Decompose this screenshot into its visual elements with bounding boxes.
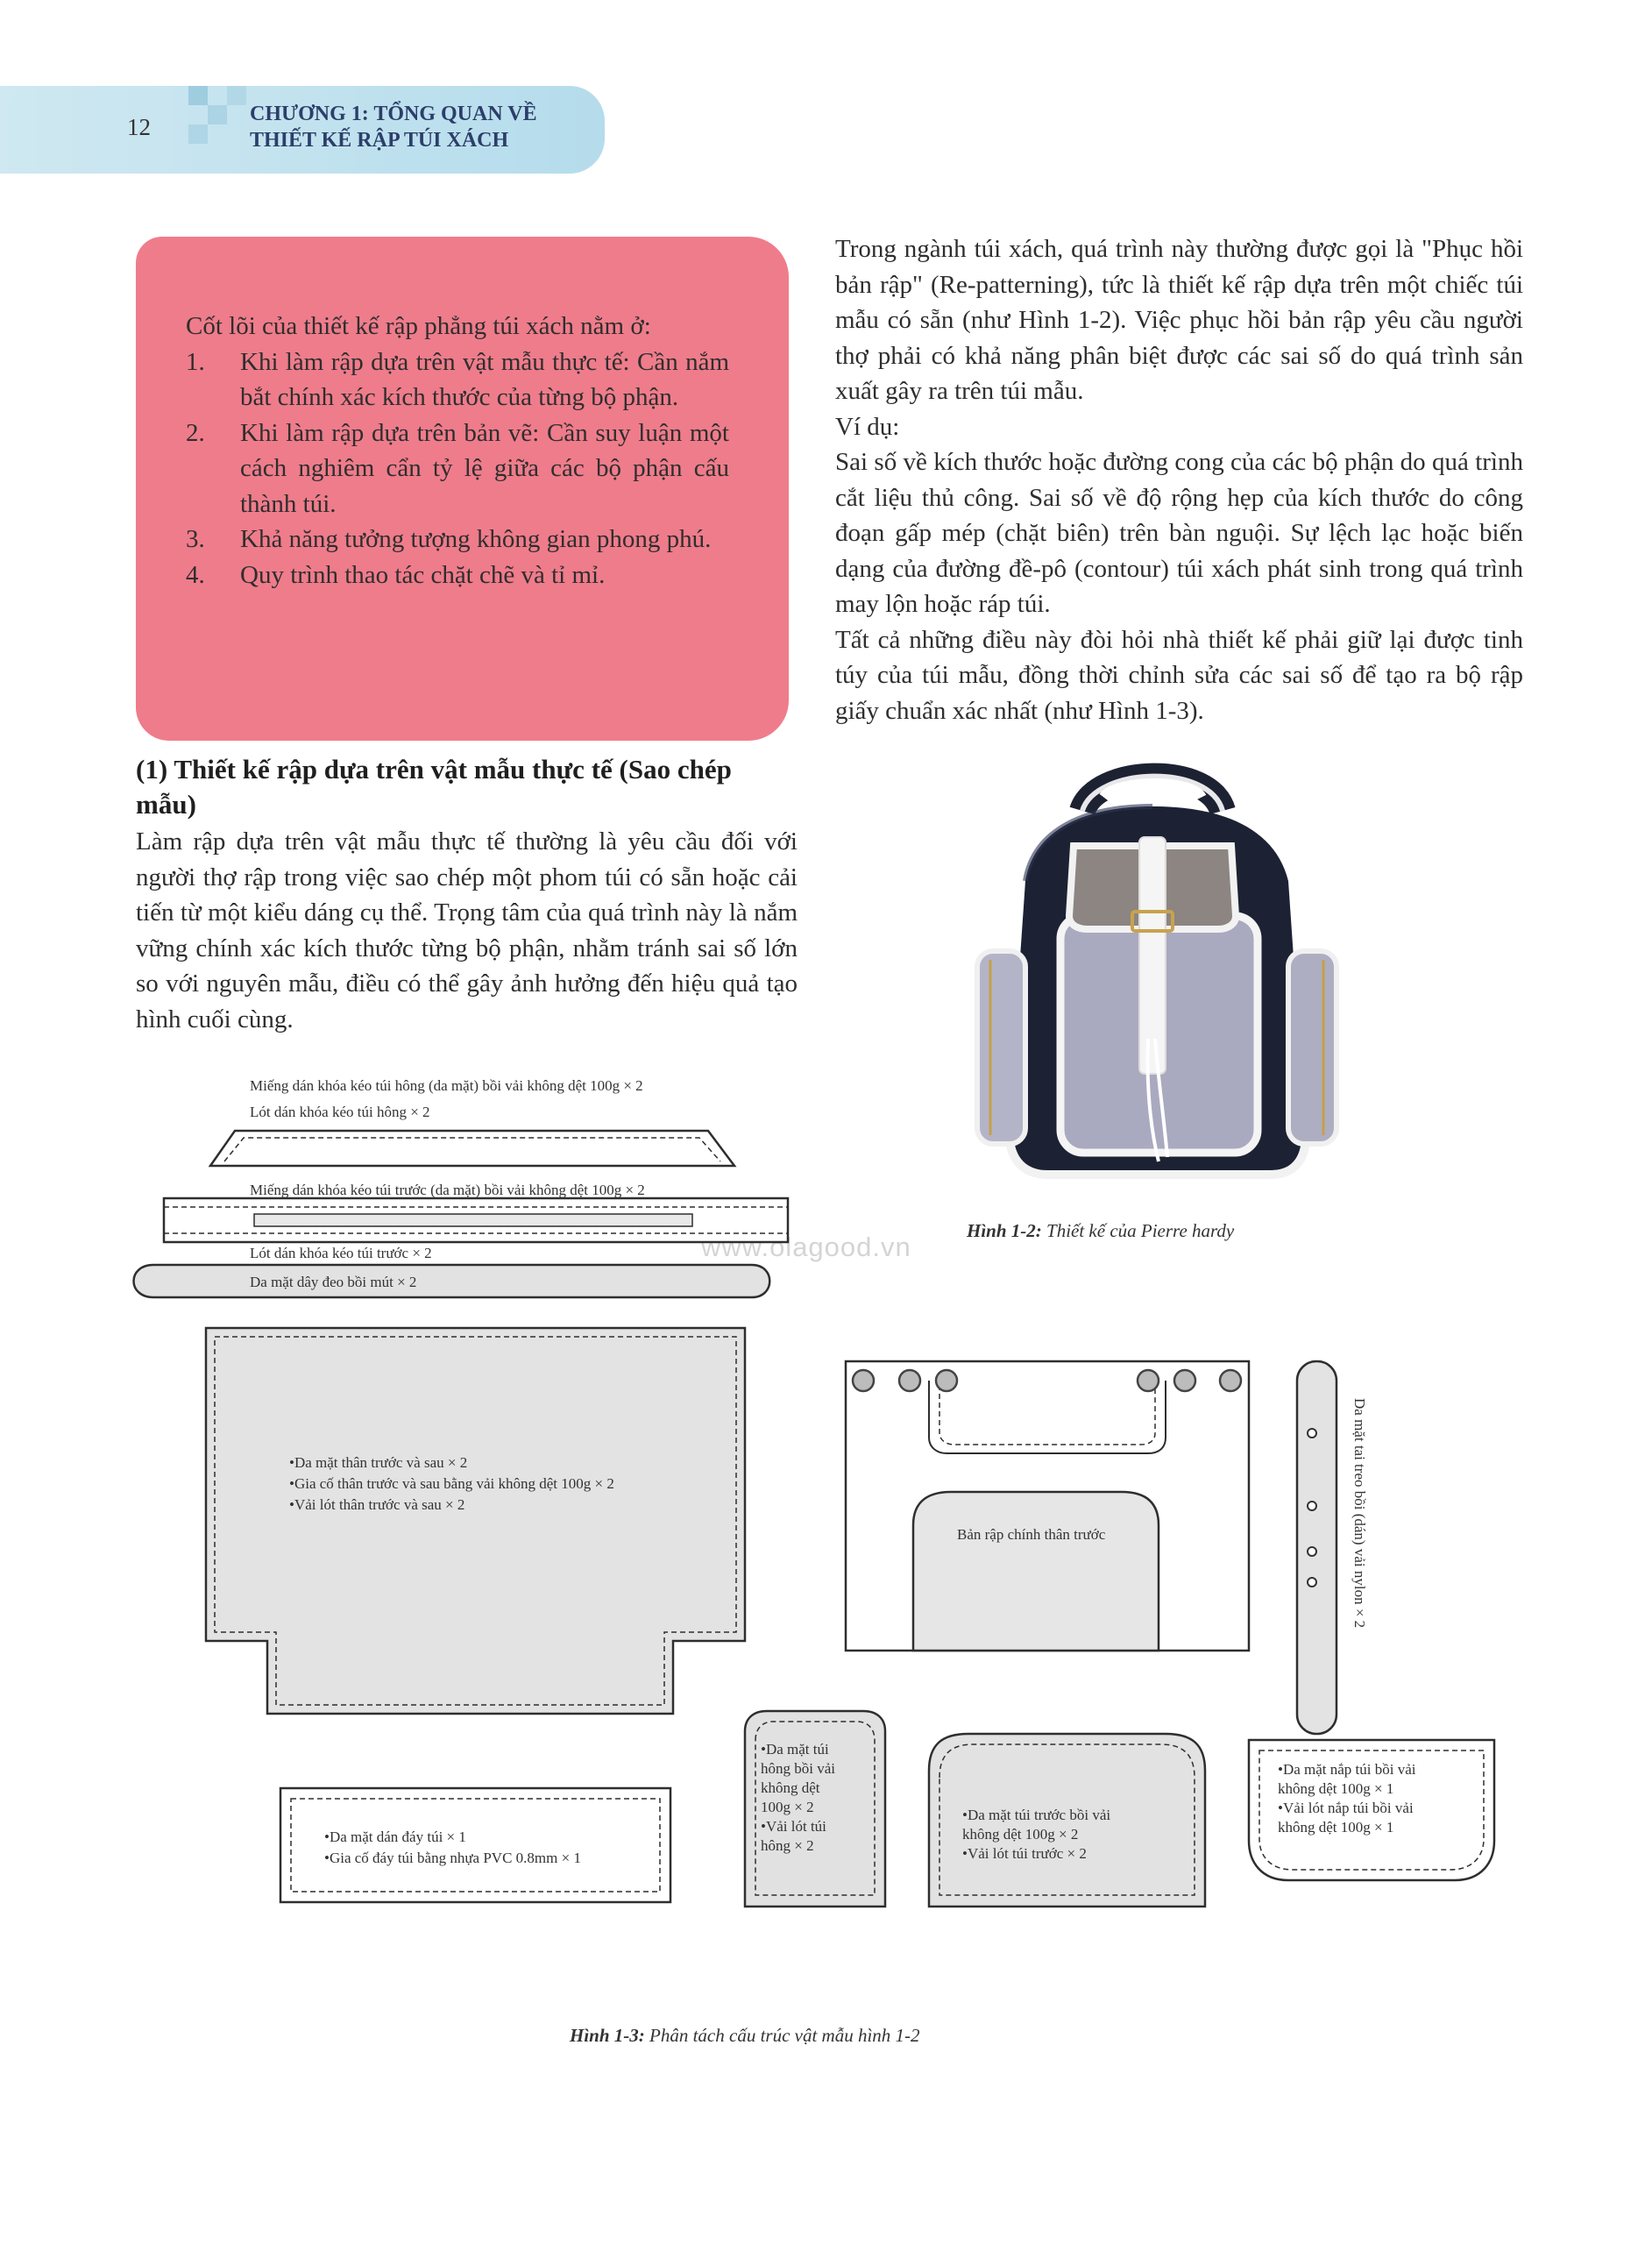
label-side-pocket: •Da mặt túi hông bồi vải không dệt 100g … <box>761 1740 835 1856</box>
chapter-title-line1: CHƯƠNG 1: TỔNG QUAN VỀ <box>250 103 537 125</box>
label-body-1: •Da mặt thân trước và sau × 2 <box>289 1454 468 1471</box>
bottom-piece <box>279 1786 672 1904</box>
figure-3-caption: Hình 1-3: Phân tách cấu trúc vật mẫu hìn… <box>570 2025 920 2047</box>
caption-label: Hình 1-2: <box>967 1220 1042 1241</box>
label-line: 100g × 2 <box>761 1799 814 1815</box>
flap-piece <box>1247 1738 1496 1882</box>
list-text: Khả năng tưởng tượng không gian phong ph… <box>240 525 712 553</box>
chapter-title: CHƯƠNG 1: TỔNG QUAN VỀ THIẾT KẾ RẬP TÚI … <box>250 101 537 153</box>
label-front-pocket: •Da mặt túi trước bồi vải không dệt 100g… <box>962 1806 1110 1864</box>
strap-piece <box>132 1263 771 1299</box>
label-line: hông × 2 <box>761 1837 814 1854</box>
front-pocket-piece <box>927 1732 1207 1908</box>
body-piece <box>204 1326 747 1715</box>
header-pixel-decoration <box>208 105 227 124</box>
caption-label: Hình 1-3: <box>570 2025 645 2046</box>
label-line: •Da mặt nắp túi bồi vải <box>1278 1761 1416 1778</box>
label-front-main: Bản rập chính thân trước <box>957 1526 1106 1543</box>
header-pixel-decoration <box>188 86 208 105</box>
list-text: Khi làm rập dựa trên vật mẫu thực tế: Cầ… <box>240 347 729 412</box>
header-band <box>0 86 605 174</box>
label-body-2: •Gia cố thân trước và sau bằng vải không… <box>289 1475 614 1492</box>
paragraph: Ví dụ: <box>835 412 900 441</box>
header-pixel-decoration <box>227 86 246 105</box>
label-hanging-tab: Da mặt tai treo bồi (dán) vải nylon × 2 <box>1351 1398 1368 1629</box>
key-points-content: Cốt lõi của thiết kế rập phẳng túi xách … <box>186 309 729 593</box>
label-flap: •Da mặt nắp túi bồi vải không dệt 100g ×… <box>1278 1760 1416 1837</box>
label-line: •Vải lót túi trước × 2 <box>962 1845 1087 1862</box>
label-line: •Vải lót túi <box>761 1818 826 1835</box>
paragraph: Sai số về kích thước hoặc đường cong của… <box>835 448 1523 618</box>
label-body-3: •Vải lót thân trước và sau × 2 <box>289 1496 465 1513</box>
caption-text: Phân tách cấu trúc vật mẫu hình 1-2 <box>649 2025 920 2046</box>
key-points-box <box>136 237 789 741</box>
grommet-holes <box>851 1368 1243 1393</box>
header-pixel-decoration <box>188 124 208 144</box>
pattern-pieces-diagram <box>132 1129 1496 1908</box>
label-line: không dệt <box>761 1779 820 1796</box>
list-item: 3. Khả năng tưởng tượng không gian phong … <box>186 522 729 557</box>
list-number: 4. <box>186 560 205 589</box>
label-line: không dệt 100g × 1 <box>1278 1819 1394 1836</box>
key-points-intro: Cốt lõi của thiết kế rập phẳng túi xách … <box>186 312 651 340</box>
side-pocket-piece <box>743 1709 887 1908</box>
backpack-photo <box>975 763 1339 1179</box>
caption-text: Thiết kế của Pierre hardy <box>1046 1220 1235 1241</box>
key-points-list: 1. Khi làm rập dựa trên vật mẫu thực tế: … <box>186 344 729 593</box>
list-text: Khi làm rập dựa trên bản vẽ: Cần suy luậ… <box>240 418 729 518</box>
label-side-zip-1: Miếng dán khóa kéo túi hông (da mặt) bồi… <box>250 1077 643 1094</box>
list-number: 3. <box>186 525 205 553</box>
label-front-zip-1: Miếng dán khóa kéo túi trước (da mặt) bồ… <box>250 1182 645 1198</box>
section-heading: (1) Thiết kế rập dựa trên vật mẫu thực t… <box>136 754 732 820</box>
page-number: 12 <box>127 114 151 140</box>
list-item: 4. Quy trình thao tác chặt chẽ và tỉ mỉ. <box>186 557 729 593</box>
figure-2-caption: Hình 1-2: Thiết kế của Pierre hardy <box>967 1220 1234 1242</box>
label-line: hông bồi vải <box>761 1760 835 1777</box>
label-strap: Da mặt dây đeo bồi mút × 2 <box>250 1274 417 1290</box>
hanging-tab-piece <box>1295 1360 1338 1736</box>
list-item: 2. Khi làm rập dựa trên bản vẽ: Cần suy l… <box>186 415 729 522</box>
label-line: •Da mặt túi <box>761 1741 829 1758</box>
right-column-text: Trong ngành túi xách, quá trình này thườ… <box>835 231 1523 728</box>
side-zip-piece <box>208 1129 737 1168</box>
label-line: •Vải lót nắp túi bồi vải <box>1278 1800 1414 1816</box>
paragraph: Trong ngành túi xách, quá trình này thườ… <box>835 235 1523 405</box>
list-number: 1. <box>186 347 205 376</box>
chapter-title-line2: THIẾT KẾ RẬP TÚI XÁCH <box>250 129 509 152</box>
label-front-zip-2: Lót dán khóa kéo túi trước × 2 <box>250 1245 432 1261</box>
label-line: không dệt 100g × 1 <box>1278 1780 1394 1797</box>
list-text: Quy trình thao tác chặt chẽ và tỉ mỉ. <box>240 560 606 589</box>
label-side-zip-2: Lót dán khóa kéo túi hông × 2 <box>250 1104 430 1120</box>
label-bottom-2: •Gia cố đáy túi bằng nhựa PVC 0.8mm × 1 <box>324 1850 581 1866</box>
list-item: 1. Khi làm rập dựa trên vật mẫu thực tế: … <box>186 344 729 415</box>
label-line: không dệt 100g × 2 <box>962 1826 1079 1843</box>
list-number: 2. <box>186 418 205 447</box>
label-line: •Da mặt túi trước bồi vải <box>962 1807 1111 1823</box>
section-body: Làm rập dựa trên vật mẫu thực tế thường … <box>136 827 798 1033</box>
label-bottom-1: •Da mặt dán đáy túi × 1 <box>324 1829 466 1845</box>
paragraph: Tất cả những điều này đòi hỏi nhà thiết … <box>835 625 1523 725</box>
